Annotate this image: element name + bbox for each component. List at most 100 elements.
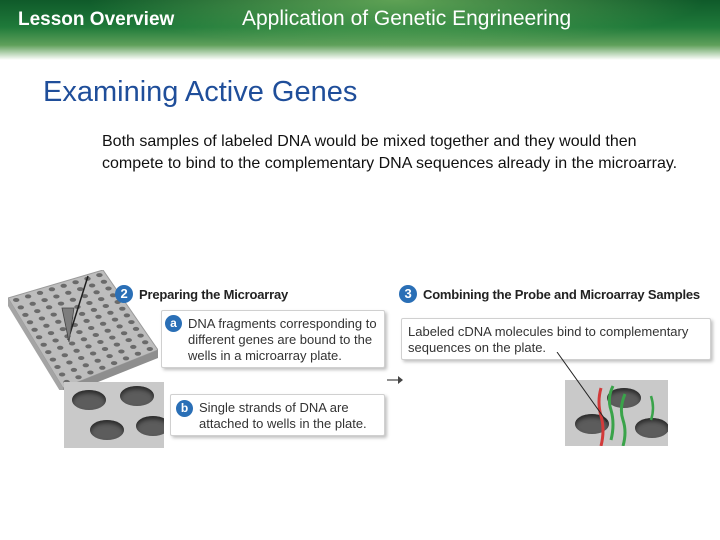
plate-well-dot <box>110 361 118 366</box>
plate-well-dot <box>77 287 84 292</box>
plate-well-dot <box>101 347 109 351</box>
plate-well-dot <box>83 318 90 323</box>
plate-well-dot <box>88 326 95 330</box>
plate-well-dot <box>89 351 97 356</box>
step-3-heading: 3 Combining the Probe and Microarray Sam… <box>399 285 700 303</box>
plate-well-dot <box>70 367 78 372</box>
plate-well-dot <box>22 312 29 317</box>
plate-well-dot <box>93 290 100 295</box>
plate-well-dot <box>97 340 104 344</box>
plate-well-dot <box>122 356 130 361</box>
plate-well-dot <box>109 335 116 340</box>
plate-well-dot <box>107 310 114 315</box>
callout-pointer-line <box>556 352 608 422</box>
plate-well-dot <box>69 297 77 302</box>
plate-well-dot <box>76 330 83 335</box>
plate-well-dot <box>109 293 117 298</box>
plate-well-dot <box>132 326 140 331</box>
plate-well-dot <box>40 342 47 347</box>
plate-well-dot <box>57 301 65 306</box>
step-2-heading: 2 Preparing the Microarray <box>115 285 288 303</box>
plate-well-dot <box>87 370 94 375</box>
plate-well-dot <box>59 327 67 332</box>
bound-cdna-strands <box>597 385 655 446</box>
plate-well-dot <box>123 313 131 318</box>
lesson-title: Application of Genetic Engrineering <box>242 7 572 30</box>
plate-well-dot <box>125 338 132 343</box>
plate-well-dot <box>49 357 57 362</box>
plate-well-dot <box>13 298 20 302</box>
plate-well-dot <box>34 309 41 314</box>
plate-well-dot <box>95 314 102 319</box>
plate-well <box>72 390 106 410</box>
plate-well <box>90 420 124 440</box>
plate-well-dot <box>50 312 57 317</box>
plate-well-dot <box>94 358 101 363</box>
header-bar: Lesson Overview Application of Genetic E… <box>0 0 720 60</box>
plate-well-dot <box>60 283 67 288</box>
plate-well-dot <box>99 321 107 326</box>
plate-well-dot <box>96 273 103 278</box>
plate-well-dot <box>41 298 48 303</box>
plate-well-dot <box>111 317 119 322</box>
plate-well-dot <box>75 375 82 380</box>
plate-well-dot <box>105 286 112 291</box>
plate-well-dot <box>92 333 100 337</box>
plate-well-dot <box>99 365 106 370</box>
callout-a-text: DNA fragments corresponding to different… <box>188 316 377 363</box>
plate-well-dot <box>85 344 92 349</box>
plate-well-dot <box>53 294 60 299</box>
plate-well-dot <box>146 347 153 351</box>
plate-well-dot <box>98 297 105 302</box>
plate-well-dot <box>142 340 149 345</box>
plate-well <box>120 386 154 406</box>
plate-well-dot <box>52 338 59 343</box>
plate-well-dot <box>137 333 144 338</box>
plate-well-dot <box>61 353 68 358</box>
zoomed-wells-preparing <box>64 382 164 448</box>
plate-well-dot <box>80 337 88 342</box>
plate-well-dot <box>36 290 44 295</box>
plate-well-dot <box>134 351 142 356</box>
zoomed-wells-combining <box>565 380 668 446</box>
step-2-number: 2 <box>115 285 133 303</box>
body-paragraph: Both samples of labeled DNA would be mix… <box>102 133 678 172</box>
plate-well <box>136 416 164 436</box>
plate-well-dot <box>116 324 123 329</box>
plate-well-dot <box>118 349 125 354</box>
plate-well-dot <box>29 301 36 306</box>
callout-b-text: Single strands of DNA are attached to we… <box>199 400 367 431</box>
callout-a: a DNA fragments corresponding to differe… <box>161 310 385 368</box>
plate-well-dot <box>82 363 90 368</box>
plate-well-dot <box>86 301 93 305</box>
plate-well-dot <box>106 354 113 359</box>
plate-well-dot <box>130 344 137 349</box>
callout-c: Labeled cDNA molecules bind to complemen… <box>401 318 711 360</box>
plate-well-dot <box>48 287 56 292</box>
plate-well-dot <box>35 335 43 340</box>
step-3-number: 3 <box>399 285 417 303</box>
callout-a-badge: a <box>165 315 182 332</box>
plate-well-dot <box>17 305 24 310</box>
lesson-label: Lesson Overview <box>18 9 175 30</box>
plate-well-dot <box>72 280 79 285</box>
plate-well-dot <box>128 320 135 325</box>
plate-well-dot <box>43 323 50 328</box>
plate-well-dot <box>104 328 111 333</box>
plate-well-dot <box>78 356 85 360</box>
plate-well-dot <box>78 311 86 316</box>
plate-well-dot <box>24 294 32 299</box>
plate-well-dot <box>45 350 52 355</box>
step-2-title: Preparing the Microarray <box>139 286 289 302</box>
plate-well-dot <box>120 331 128 336</box>
plate-well-dot <box>57 345 64 350</box>
plate-well-dot <box>65 290 72 295</box>
plate-well-dot <box>73 348 80 353</box>
plate-well-dot <box>119 306 126 311</box>
plate-well-dot <box>47 331 55 336</box>
plate-well-dot <box>45 305 53 310</box>
callout-b-badge: b <box>176 400 193 417</box>
plate-well-dot <box>100 279 108 284</box>
plate-well-dot <box>54 365 61 369</box>
plate-well-dot <box>58 372 66 377</box>
